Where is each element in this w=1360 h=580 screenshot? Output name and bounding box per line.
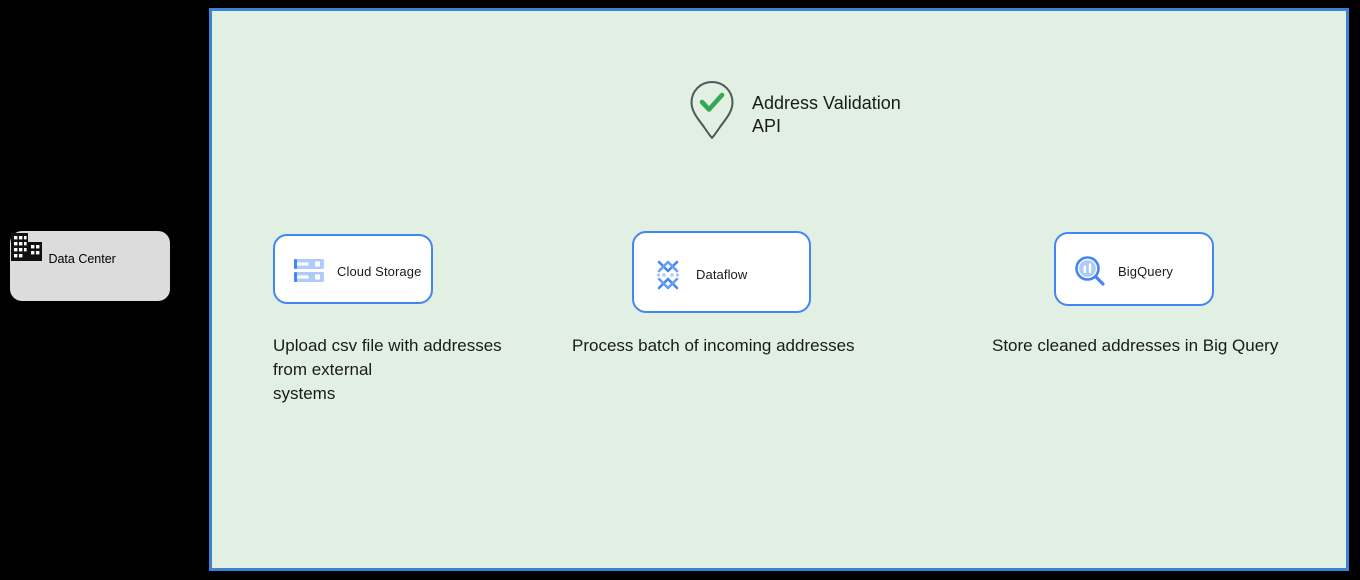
bigquery-icon bbox=[1074, 255, 1106, 287]
dataflow-icon bbox=[652, 259, 684, 291]
node-cloud-storage-label: Cloud Storage bbox=[337, 264, 422, 279]
node-address-validation-api[interactable] bbox=[690, 80, 734, 140]
office-building-icon bbox=[10, 233, 48, 267]
node-address-validation-api-label: Address Validation API bbox=[752, 93, 901, 136]
cloud-storage-icon bbox=[293, 257, 325, 285]
node-bigquery[interactable]: BigQuery bbox=[1054, 232, 1214, 306]
node-dataflow-label: Dataflow bbox=[696, 267, 748, 282]
node-data-center-label: Data Center bbox=[48, 252, 116, 266]
node-cloud-storage[interactable]: Cloud Storage bbox=[273, 234, 433, 304]
cloud-boundary-container: Address Validation API Cloud Storage bbox=[209, 8, 1349, 571]
caption-process: Process batch of incoming addresses bbox=[572, 336, 855, 355]
caption-store: Store cleaned addresses in Big Query bbox=[992, 336, 1279, 355]
node-bigquery-label: BigQuery bbox=[1118, 264, 1173, 279]
caption-upload: Upload csv file with addresses from exte… bbox=[273, 336, 502, 403]
node-dataflow[interactable]: Dataflow bbox=[632, 231, 811, 313]
node-data-center[interactable]: Data Center bbox=[10, 231, 170, 301]
